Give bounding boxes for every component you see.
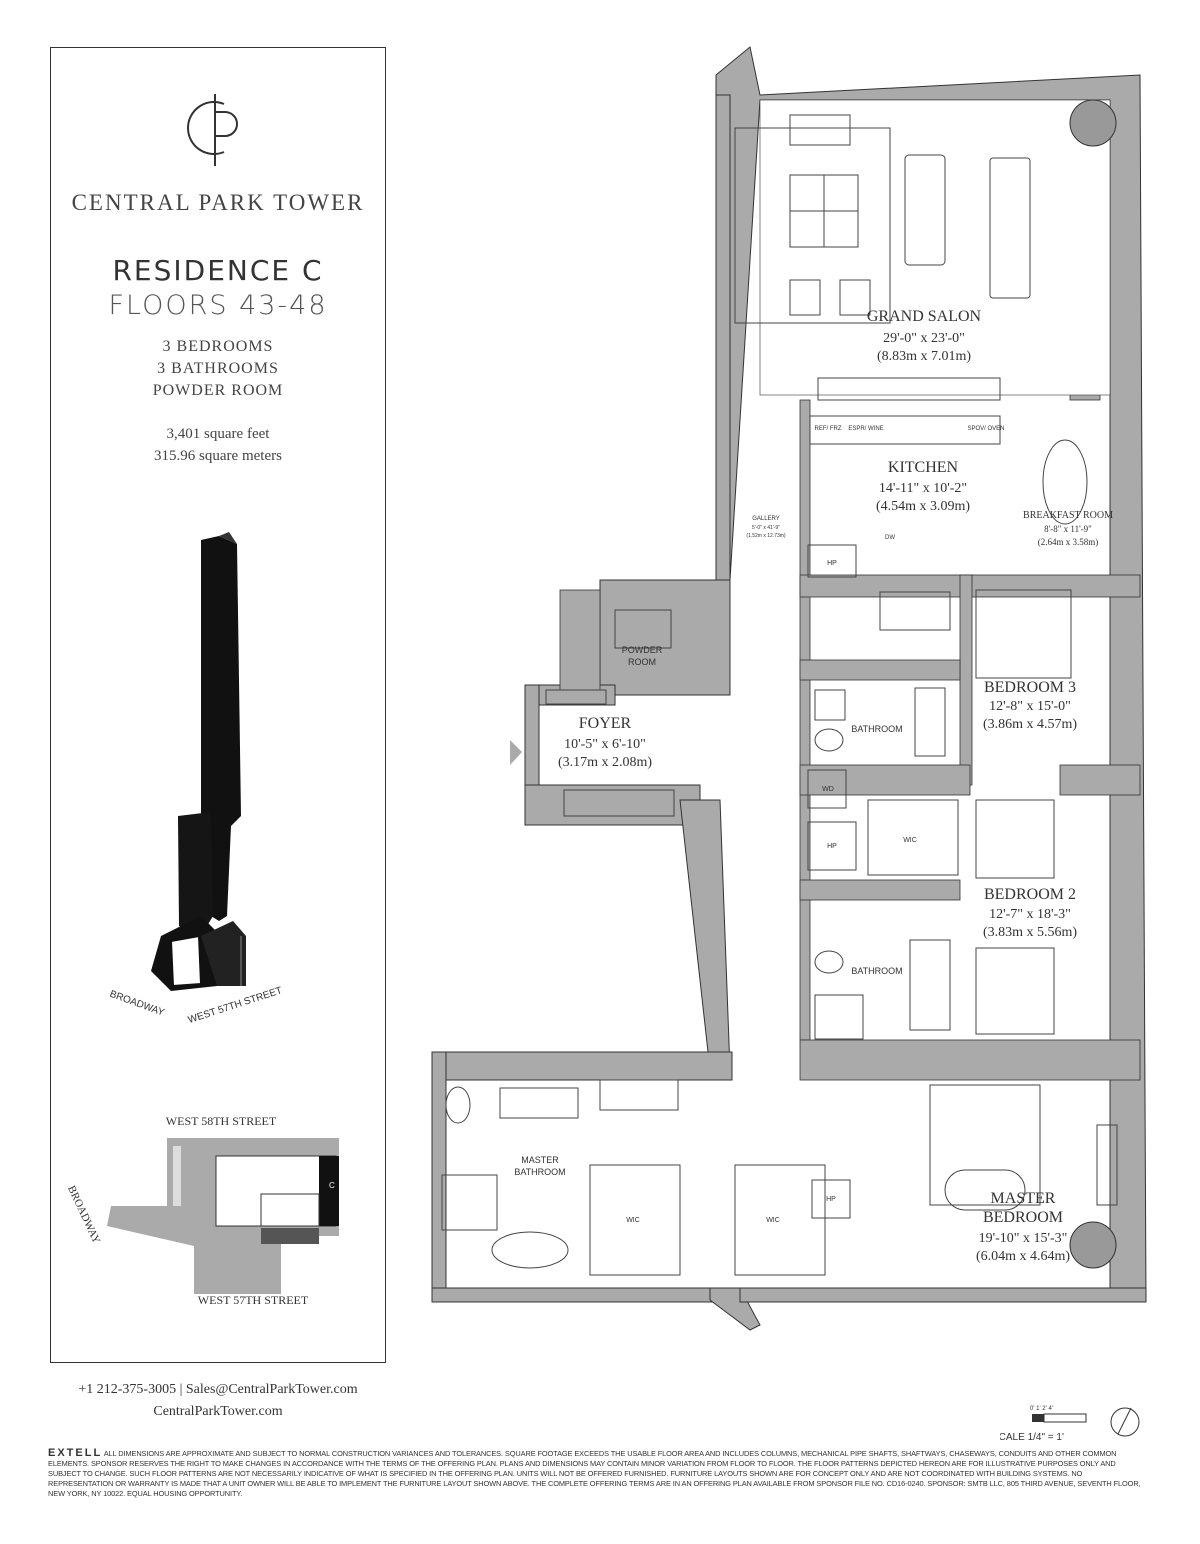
bedroom3-dim-m: (3.86m x 4.57m): [983, 717, 1077, 732]
interior-walls: [559, 339, 1141, 1081]
ref-label: REF/ FRZ: [815, 426, 842, 432]
contact-website[interactable]: CentralParkTower.com: [153, 1404, 283, 1419]
master-name-2: BEDROOM: [983, 1209, 1063, 1226]
bedroom3-name: BEDROOM 3: [984, 679, 1076, 696]
brand-name: CENTRAL PARK TOWER: [71, 190, 365, 215]
bedroom2-name: BEDROOM 2: [984, 886, 1076, 903]
column: [1069, 99, 1117, 147]
gallery-dim-m: (1.52m x 12.73m): [746, 533, 786, 539]
bathroom-label-1: BATHROOM: [851, 724, 902, 734]
bedroom2-dim-ft: 12'-7" x 18'-3": [989, 907, 1071, 922]
wic-label-2: WIC: [626, 1217, 640, 1224]
master-name-1: MASTER: [991, 1190, 1056, 1207]
spov-label: SPOV/ OVEN: [967, 426, 1004, 432]
disclaimer-text: ALL DIMENSIONS ARE APPROXIMATE AND SUBJE…: [48, 1449, 1141, 1498]
master-bath-name-2: BATHROOM: [514, 1167, 565, 1177]
powder-name-2: ROOM: [628, 657, 656, 667]
master-dim-m: (6.04m x 4.64m): [976, 1249, 1070, 1264]
breakfast-dim-m: (2.64m x 3.58m): [1038, 537, 1099, 547]
residence-title: RESIDENCE C: [112, 254, 324, 287]
powder-name-1: POWDER: [622, 645, 663, 655]
tower-illustration: BROADWAY WEST 57TH STREET: [108, 532, 284, 1026]
master-dim-ft: 19'-10" x 15'-3": [979, 1231, 1068, 1246]
grand-salon-name: GRAND SALON: [867, 308, 982, 325]
wd-label: WD: [822, 786, 834, 793]
gallery-dim-ft: 5'-0" x 41'-9": [752, 525, 780, 531]
area-sqm: 315.96 square meters: [154, 448, 282, 464]
exterior-walls: [431, 46, 1147, 1331]
dw-label: DW: [885, 535, 895, 541]
grand-salon-dim-ft: 29'-0" x 23'-0": [883, 331, 965, 346]
scale-label: SCALE 1/4" = 1': [1000, 1432, 1064, 1443]
furniture: [441, 114, 1118, 1276]
foyer-dim-m: (3.17m x 2.08m): [558, 755, 652, 770]
scale-ticks: 0' 1' 2' 4': [1030, 1406, 1053, 1412]
foyer-name: FOYER: [579, 715, 632, 732]
bathroom-label-2: BATHROOM: [851, 966, 902, 976]
hp-label-1: HP: [827, 560, 837, 567]
master-bath-name-1: MASTER: [521, 1155, 559, 1165]
grand-salon-dim-m: (8.83m x 7.01m): [877, 349, 971, 364]
residence-floors: FLOORS 43-48: [108, 290, 328, 321]
site-plan-panel: C WEST 58TH STREET WEST 57TH STREET BROA…: [50, 1056, 386, 1363]
feature-bedrooms: 3 BEDROOMS: [162, 338, 274, 355]
kitchen-name: KITCHEN: [888, 459, 959, 476]
site-west57-label: WEST 57TH STREET: [198, 1293, 309, 1307]
cp-monogram-logo: [187, 94, 238, 166]
feature-powder-room: POWDER ROOM: [152, 382, 284, 399]
site-west58-label: WEST 58TH STREET: [166, 1114, 277, 1128]
scale-graphic: 0' 1' 2' 4' SCALE 1/4" = 1' N: [992, 1394, 1140, 1443]
kitchen-dim-m: (4.54m x 3.09m): [876, 499, 970, 514]
site-unit-marker: C: [329, 1181, 335, 1190]
tower-illustration-panel: BROADWAY WEST 57TH STREET: [50, 496, 386, 1057]
site-plan-map: C WEST 58TH STREET WEST 57TH STREET BROA…: [65, 1114, 339, 1307]
entry-arrow-icon: [510, 740, 522, 765]
espr-label: ESPR/ WINE: [848, 426, 883, 432]
bedroom2-dim-m: (3.83m x 5.56m): [983, 925, 1077, 940]
bedroom3-dim-ft: 12'-8" x 15'-0": [989, 699, 1071, 714]
foyer-dim-ft: 10'-5" x 6'-10": [564, 737, 646, 752]
kitchen-dim-ft: 14'-11" x 10'-2": [879, 481, 967, 496]
contact-phone-email[interactable]: +1 212-375-3005 | Sales@CentralParkTower…: [78, 1382, 358, 1397]
legal-disclaimer: EXTELL ALL DIMENSIONS ARE APPROXIMATE AN…: [48, 1448, 1148, 1499]
wic-label-3: WIC: [766, 1217, 780, 1224]
area-sqft: 3,401 square feet: [166, 426, 270, 442]
breakfast-dim-ft: 8'-8" x 11'-9": [1044, 524, 1092, 534]
feature-bathrooms: 3 BATHROOMS: [157, 360, 279, 377]
scale-bar: 0' 1' 2' 4' SCALE 1/4" = 1' N: [992, 1394, 1150, 1446]
developer-logo: EXTELL: [48, 1447, 103, 1459]
gallery-name: GALLERY: [752, 516, 780, 522]
residence-info-panel: CENTRAL PARK TOWER RESIDENCE C FLOORS 43…: [50, 47, 386, 497]
hp-label-3: HP: [826, 1196, 836, 1203]
column: [1069, 1221, 1117, 1269]
breakfast-name: BREAKFAST ROOM: [1023, 510, 1113, 521]
wic-label-1: WIC: [903, 837, 917, 844]
hp-label-2: HP: [827, 843, 837, 850]
